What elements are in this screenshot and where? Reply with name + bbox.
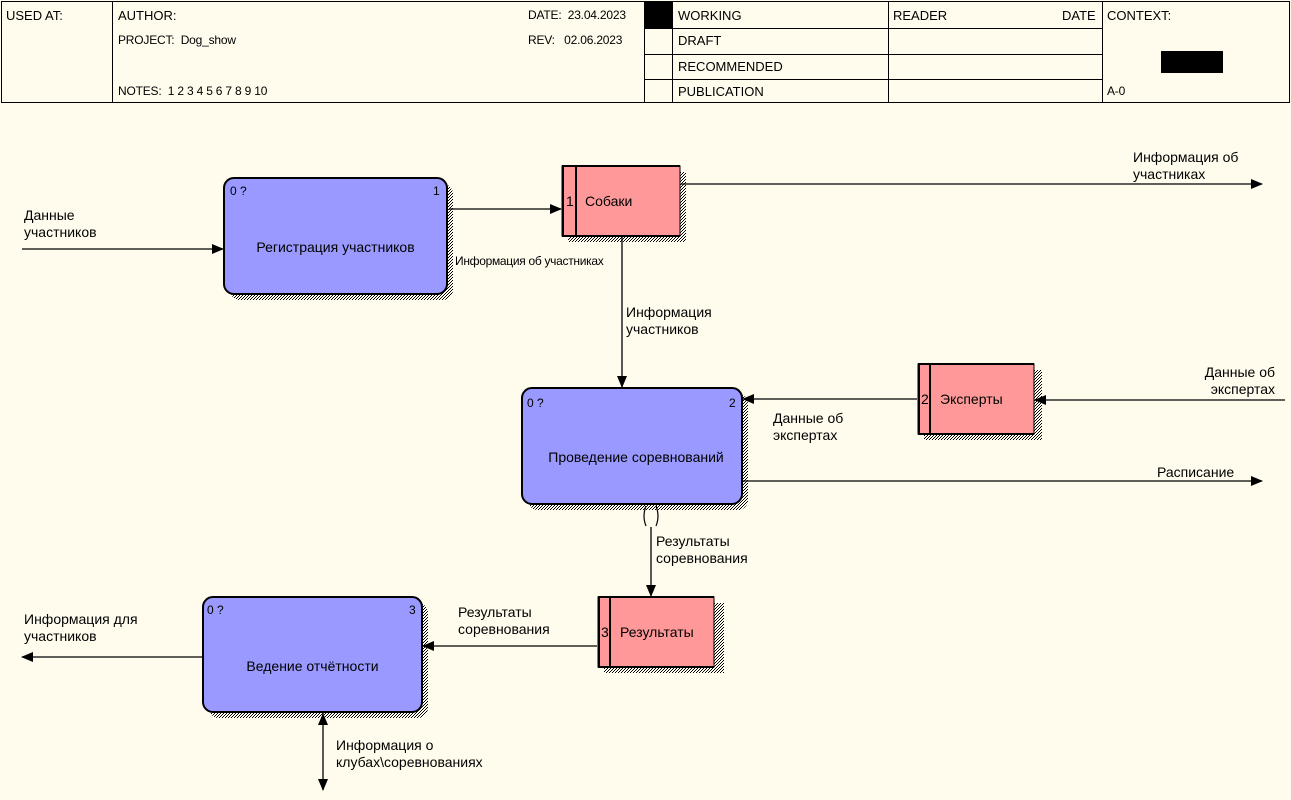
arrowhead-clubs-up: [318, 713, 328, 725]
project-name: Dog_show: [180, 33, 236, 47]
author-label: AUTHOR:: [118, 8, 177, 23]
rev-field: REV: 02.06.2023: [528, 33, 622, 48]
label-experts-in: Данные об экспертах: [1204, 364, 1275, 397]
activity-1-title: Регистрация участников: [256, 239, 415, 255]
activity-3-corner: 0 ?: [207, 603, 224, 617]
notes-key: NOTES:: [118, 84, 162, 98]
label-info-for-participants: Информация для участников: [24, 611, 138, 644]
status-recommended: RECOMMENDED: [678, 59, 783, 74]
activity-box-2[interactable]: [521, 387, 748, 510]
working-status-marker: [645, 2, 672, 28]
activity-box-3[interactable]: [202, 596, 428, 718]
label-comp-results: Результаты соревнования: [656, 533, 748, 566]
label-store-to-comp: Информация участников: [626, 304, 712, 337]
activity-2-number: 2: [729, 396, 736, 410]
store-2-number: 2: [921, 391, 929, 407]
context-thumbnail: [1161, 51, 1223, 73]
header-grid: [1, 1, 1290, 103]
activity-2-title: Проведение соревнований: [548, 449, 724, 465]
store-1-number: 1: [566, 193, 574, 209]
activity-3-number: 3: [409, 603, 416, 617]
rev-value: 02.06.2023: [564, 33, 623, 47]
date-field: DATE: 23.04.2023: [528, 8, 626, 23]
store-box-2[interactable]: [917, 363, 1042, 440]
label-experts-to-comp: Данные об экспертах: [773, 410, 844, 443]
store-2-title: Эксперты: [940, 391, 1003, 407]
label-reg-to-store: Информация об участниках: [455, 254, 604, 268]
date-value: 23.04.2023: [567, 8, 626, 22]
tunnel-mark: [643, 505, 659, 527]
label-clubs-info: Информация о клубах\соревнованиях: [336, 737, 483, 770]
store-box-3[interactable]: [597, 596, 724, 673]
activity-box-1[interactable]: [223, 177, 453, 300]
project-label: PROJECT: Dog_show: [118, 33, 236, 48]
label-schedule: Расписание: [1157, 464, 1235, 480]
activity-1-number: 1: [433, 184, 440, 198]
label-results-to-report: Результаты соревнования: [458, 604, 550, 637]
status-working: WORKING: [678, 8, 742, 23]
notes-values: 1 2 3 4 5 6 7 8 9 10: [167, 84, 268, 98]
reader-label: READER: [893, 8, 948, 23]
rev-key: REV:: [528, 33, 555, 47]
store-1-title: Собаки: [585, 193, 633, 209]
store-box-1[interactable]: [561, 165, 686, 242]
reader-date-label: DATE: [1062, 8, 1096, 23]
activity-3-title: Ведение отчётности: [246, 658, 379, 674]
date-key: DATE:: [528, 8, 562, 22]
store-3-title: Результаты: [620, 624, 694, 640]
status-publication: PUBLICATION: [678, 84, 764, 99]
activity-2-corner: 0 ?: [527, 396, 544, 410]
notes-label: NOTES: 1 2 3 4 5 6 7 8 9 10: [118, 84, 267, 99]
label-input-participants: Данные участников: [24, 207, 97, 240]
project-key: PROJECT:: [118, 33, 175, 47]
label-out-info-participants: Информация об участниках: [1133, 149, 1239, 182]
status-draft: DRAFT: [678, 33, 722, 48]
context-label: CONTEXT:: [1107, 8, 1172, 23]
used-at-label: USED AT:: [6, 8, 63, 23]
activity-1-corner: 0 ?: [230, 184, 247, 198]
store-3-number: 3: [601, 624, 609, 640]
node-label: A-0: [1107, 84, 1126, 98]
